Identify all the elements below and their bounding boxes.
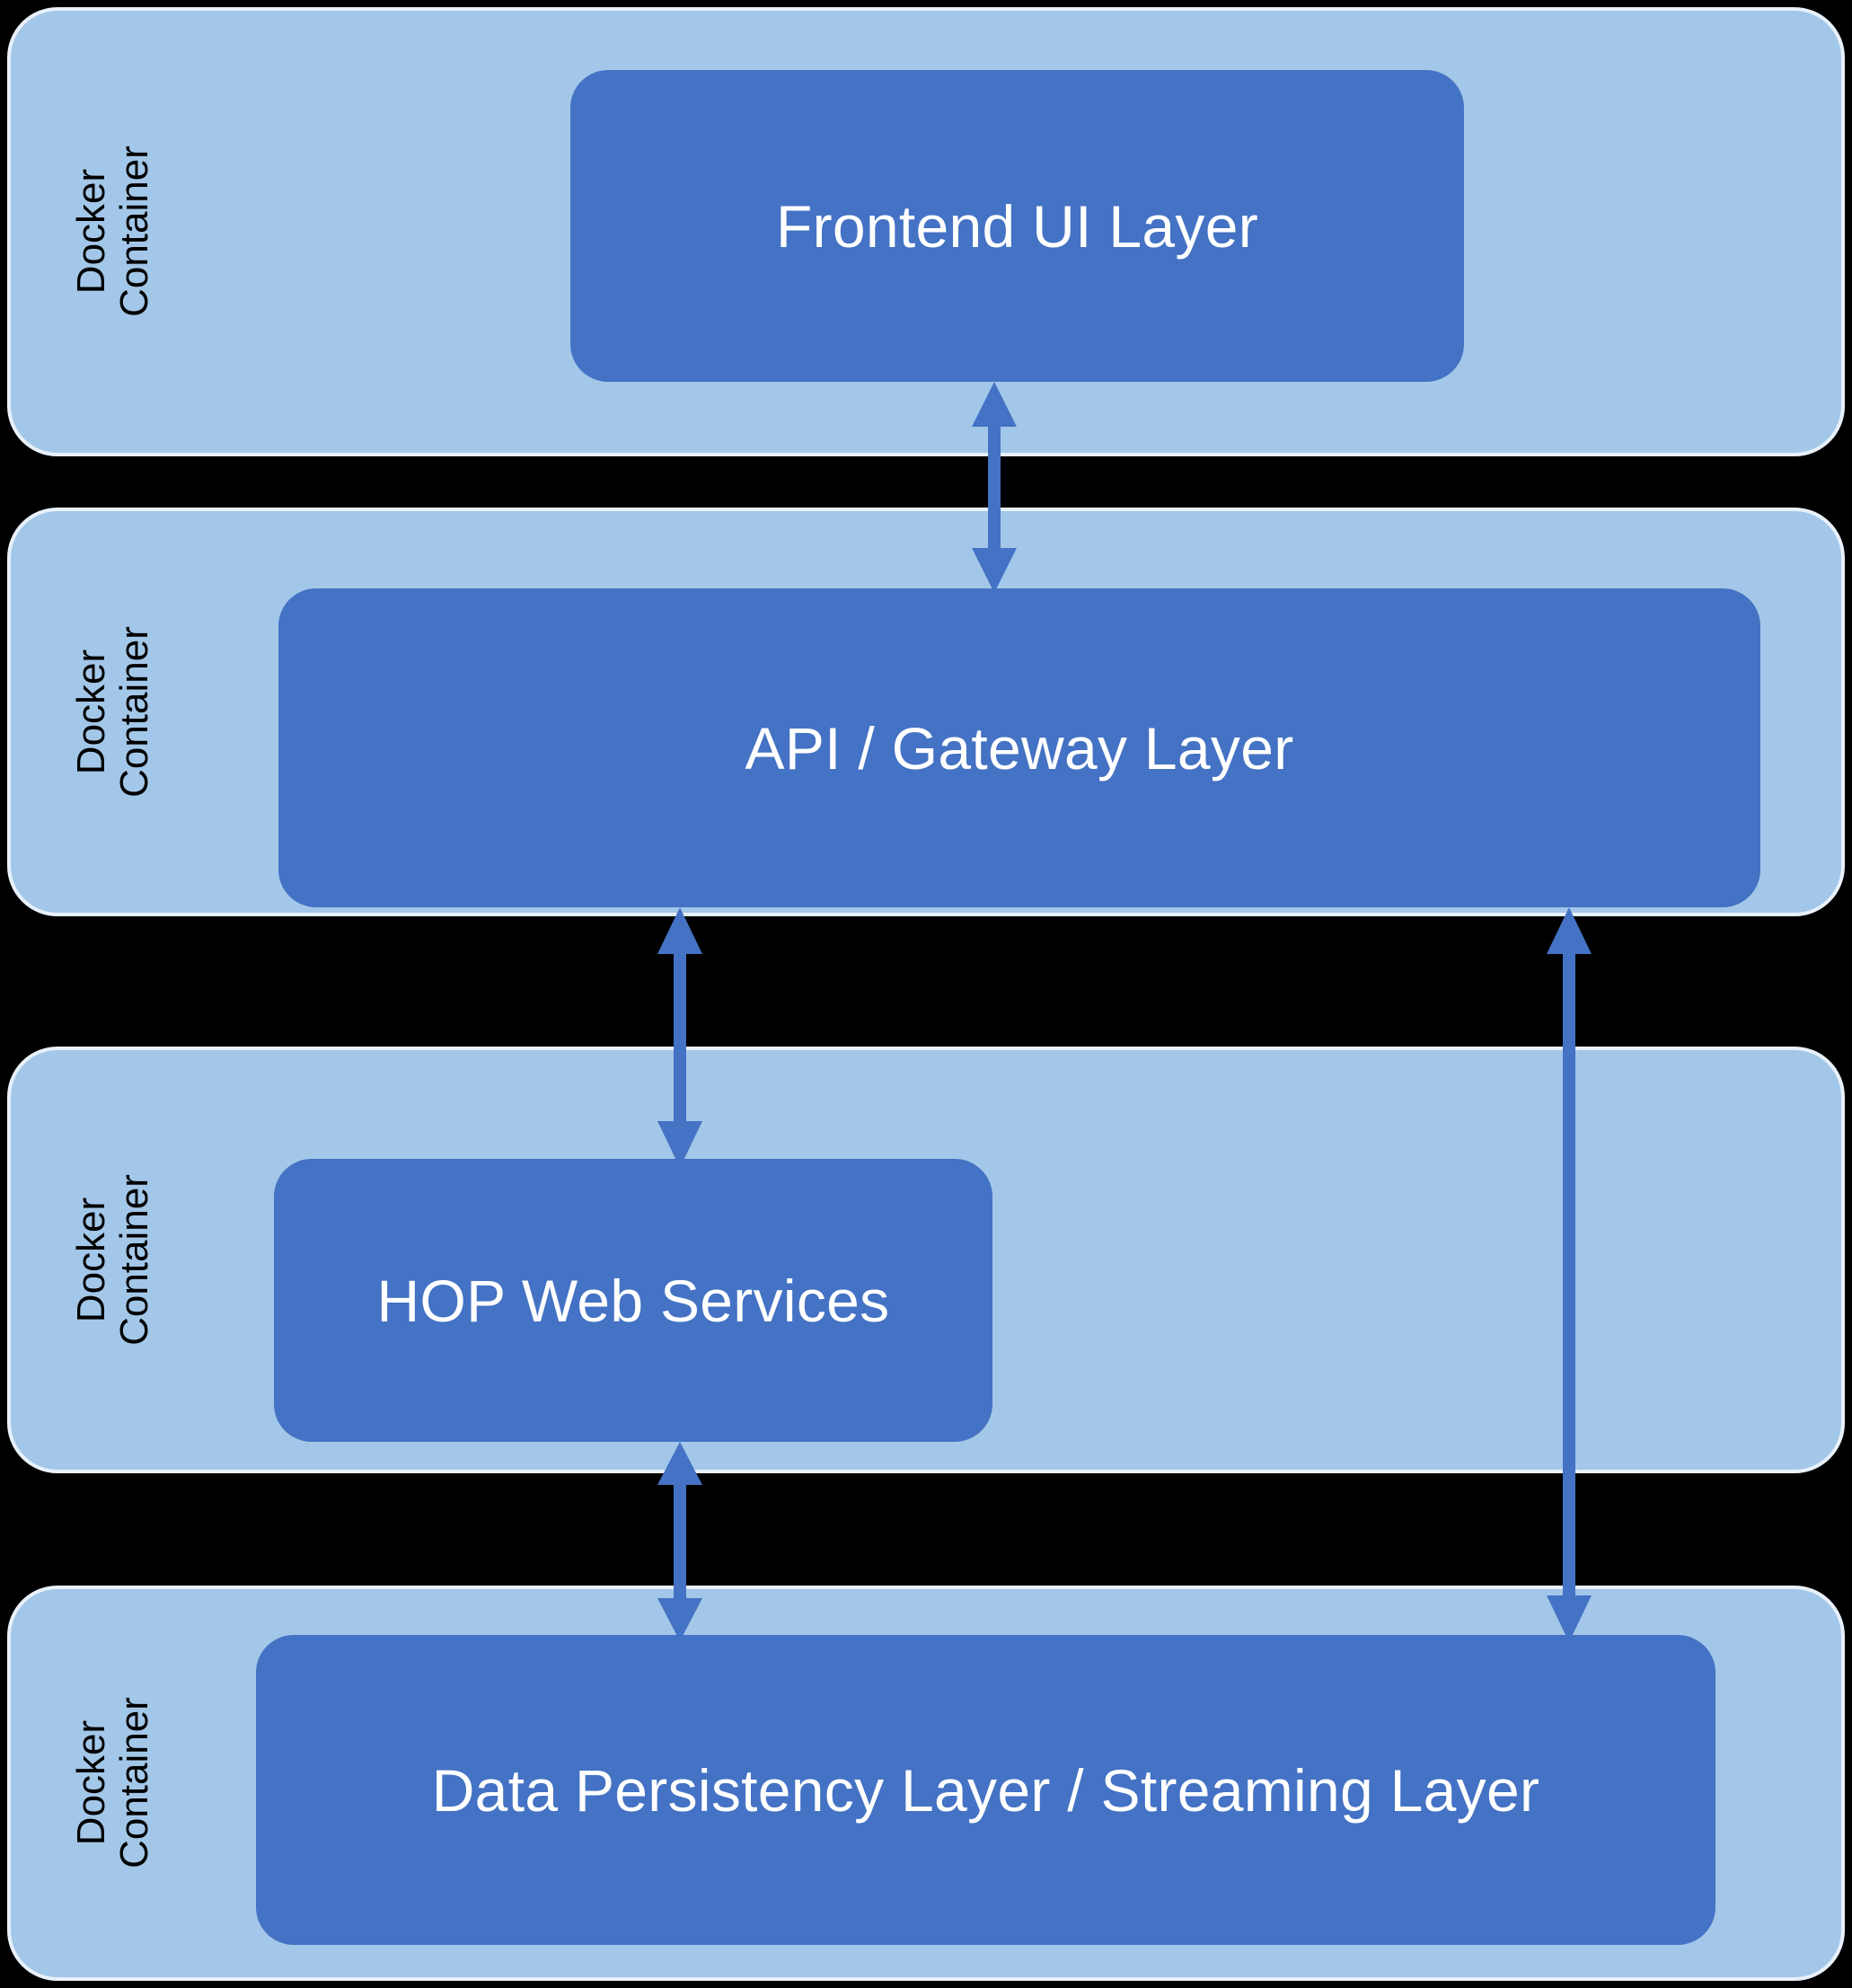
data-persistency-streaming-layer-box[interactable]: Data Persistency Layer / Streaming Layer — [256, 1635, 1715, 1945]
connector-frontend-to-api — [972, 382, 1017, 593]
data-persistency-streaming-layer-label: Data Persistency Layer / Streaming Layer — [431, 1756, 1540, 1824]
connector-api-to-data — [1547, 907, 1592, 1642]
docker-label-line1: Docker — [68, 1720, 113, 1846]
hop-web-services-label: HOP Web Services — [376, 1267, 890, 1334]
hop-web-services-box[interactable]: HOP Web Services — [274, 1159, 992, 1442]
api-gateway-layer-label: API / Gateway Layer — [745, 714, 1294, 782]
docker-label-line1: Docker — [68, 649, 113, 775]
docker-label-line2: Container — [111, 1697, 156, 1869]
docker-label-line2: Container — [111, 146, 156, 318]
connector-hop-to-data — [657, 1442, 702, 1641]
connector-api-to-hop — [657, 907, 702, 1168]
docker-label-line2: Container — [111, 626, 156, 798]
frontend-ui-layer-box[interactable]: Frontend UI Layer — [570, 70, 1464, 382]
docker-label-line1: Docker — [68, 169, 113, 295]
docker-label-line1: Docker — [68, 1197, 113, 1323]
docker-label-line2: Container — [111, 1174, 156, 1346]
frontend-ui-layer-label: Frontend UI Layer — [775, 192, 1259, 260]
api-gateway-layer-box[interactable]: API / Gateway Layer — [278, 588, 1760, 907]
